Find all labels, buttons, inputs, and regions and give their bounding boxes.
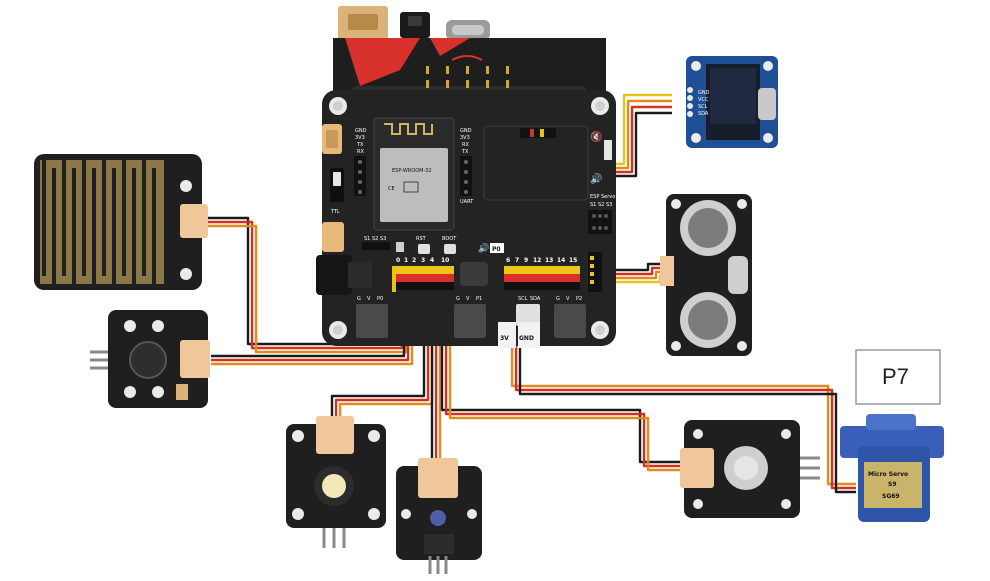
boot-label: BOOT (442, 236, 457, 242)
svg-text:S1: S1 (364, 236, 370, 242)
port-i2c (516, 304, 540, 326)
svg-text:GND: GND (698, 90, 710, 96)
svg-text:1: 1 (404, 257, 408, 264)
rain-sensor-module (34, 154, 208, 290)
svg-text:V: V (466, 296, 470, 302)
svg-text:4: 4 (430, 257, 434, 264)
svg-text:TX: TX (356, 142, 364, 148)
gvs-header-left (392, 266, 454, 292)
i2c-header (520, 128, 556, 138)
svg-text:G: G (456, 296, 460, 302)
svg-text:RX: RX (357, 149, 364, 155)
svg-text:10: 10 (441, 257, 449, 264)
svg-text:0: 0 (396, 257, 400, 264)
button-s[interactable] (396, 242, 404, 252)
svg-text:S2: S2 (598, 202, 604, 208)
led-module (286, 416, 386, 548)
svg-text:P2: P2 (576, 296, 582, 302)
svg-text:TX: TX (461, 149, 469, 155)
boot-button[interactable] (444, 244, 456, 254)
svg-text:3V3: 3V3 (355, 135, 365, 141)
servo-line1: Micro Servo (868, 471, 908, 478)
svg-text:VCC: VCC (698, 97, 709, 103)
sound-sensor-module (90, 310, 210, 408)
servo-line3: SG69 (882, 493, 900, 500)
esp32-module: ESP-WROOM-32 CE (373, 117, 455, 231)
speaker-mute-icon: 🔇 (590, 130, 602, 143)
svg-text:P0: P0 (377, 296, 383, 302)
svg-text:S1: S1 (590, 202, 596, 208)
expansion-board: TTL GND 3V3 TX RX ESP-WROOM-32 CE GND 3V… (316, 90, 616, 348)
svg-text:V: V (566, 296, 570, 302)
esp-servo-label: ESP Servo (590, 194, 615, 200)
servo-line2: S9 (888, 481, 897, 488)
sound-icon: 🔊 (478, 242, 489, 254)
knob-module (396, 458, 482, 574)
svg-text:3: 3 (421, 257, 425, 264)
svg-text:S3: S3 (380, 236, 386, 242)
svg-text:V: V (367, 296, 371, 302)
svg-text:CE: CE (388, 186, 395, 192)
p7-callout: P7 (855, 349, 941, 405)
svg-text:12: 12 (533, 257, 541, 264)
svg-text:SCL: SCL (698, 104, 708, 110)
svg-text:13: 13 (545, 257, 553, 264)
svg-text:GND: GND (355, 128, 367, 134)
svg-text:15: 15 (569, 257, 577, 264)
bottom-port-labels: G V P0 G V P1 SCL SDA G V P2 (357, 296, 582, 302)
speaker-icon: 🔊 (590, 172, 602, 185)
svg-text:S2: S2 (372, 236, 378, 242)
wire-light-sensor (440, 268, 680, 472)
servo-motor: Micro Servo S9 SG69 (840, 414, 944, 522)
power-tab-3v: 3V (498, 322, 516, 348)
svg-text:GND: GND (519, 335, 534, 342)
svg-text:G: G (357, 296, 361, 302)
port-p0 (356, 304, 388, 338)
right-uart-header: GND 3V3 RX TX UART (460, 128, 474, 205)
port-p2 (554, 304, 586, 338)
svg-text:GND: GND (460, 128, 472, 134)
esp32-label: ESP-WROOM-32 (392, 168, 432, 174)
p0-label: P0 (492, 246, 501, 253)
svg-text:3V: 3V (500, 335, 509, 342)
battery-connector-side (322, 222, 344, 252)
svg-text:SDA: SDA (698, 111, 709, 117)
esp-servo-header (588, 210, 612, 234)
svg-text:9: 9 (524, 257, 528, 264)
ultrasonic-sensor-module (660, 194, 752, 356)
pin-number-labels: 0 1 2 3 4 10 6 7 9 12 13 14 15 (396, 257, 577, 264)
power-tab-gnd: GND (518, 322, 540, 348)
svg-text:SDA: SDA (530, 296, 541, 302)
svg-text:3V3: 3V3 (460, 135, 470, 141)
svg-text:P1: P1 (476, 296, 482, 302)
ttl-label: TTL (330, 209, 340, 215)
svg-text:7: 7 (515, 257, 519, 264)
gvs-header-right (504, 266, 580, 290)
svg-text:14: 14 (557, 257, 565, 264)
port-p1 (454, 304, 486, 338)
left-uart-header: GND 3V3 TX RX (354, 128, 367, 196)
audio-jack (316, 255, 352, 295)
svg-text:SCL: SCL (518, 296, 528, 302)
svg-text:6: 6 (506, 257, 510, 264)
light-sensor-module (680, 420, 820, 518)
s-buttons: S1 S2 S3 (362, 236, 390, 250)
led-matrix (426, 66, 509, 88)
svg-text:RX: RX (462, 142, 469, 148)
svg-text:2: 2 (412, 257, 416, 264)
buzzer-chip (460, 262, 488, 286)
p7-label: P7 (882, 364, 909, 389)
svg-text:G: G (556, 296, 560, 302)
uart-label: UART (460, 199, 474, 205)
rst-button[interactable] (418, 244, 430, 254)
oled-module: GND VCC SCL SDA (686, 56, 778, 148)
speaker-switch[interactable] (604, 140, 612, 160)
svg-text:S3: S3 (606, 202, 612, 208)
rst-label: RST (416, 236, 427, 242)
